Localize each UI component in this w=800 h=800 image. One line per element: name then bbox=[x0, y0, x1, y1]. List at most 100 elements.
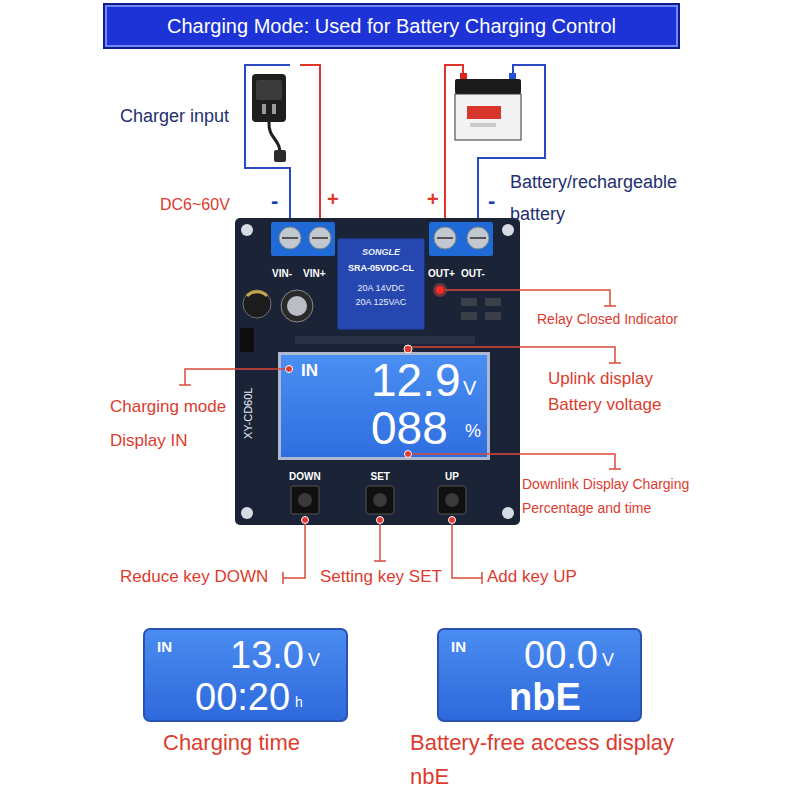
lcd-status: nbE bbox=[509, 678, 581, 716]
screw-terminal-part bbox=[282, 237, 298, 239]
battery-picture-part bbox=[455, 79, 521, 94]
key-label: DOWN bbox=[289, 471, 321, 483]
relay-rating: 20A 14VDC bbox=[358, 283, 405, 293]
lcd-percent: 088 bbox=[371, 405, 448, 451]
caption-label: Battery-free access display nbE bbox=[410, 726, 700, 794]
smd-parts-part bbox=[295, 336, 475, 344]
capacitors-part bbox=[243, 290, 271, 318]
screw-terminal-part bbox=[434, 227, 456, 249]
lcd-unit: % bbox=[465, 421, 481, 442]
battery-picture bbox=[455, 73, 521, 140]
lcd-display: IN 12.9V 088% bbox=[278, 352, 490, 460]
model-label: XY-CD60L bbox=[242, 387, 255, 439]
push-buttons-part bbox=[366, 486, 394, 514]
charger-adapter-part bbox=[272, 104, 276, 114]
lcd-voltage: 13.0 bbox=[230, 636, 304, 674]
polarity-sign: - bbox=[271, 188, 278, 213]
push-buttons-part bbox=[438, 486, 466, 514]
battery-picture-part bbox=[509, 73, 516, 79]
polarity-sign: + bbox=[427, 188, 439, 211]
terminal-label: OUT- bbox=[461, 268, 485, 280]
push-buttons-part bbox=[445, 493, 459, 507]
leader-dots-part bbox=[302, 517, 309, 524]
leader-lines-part bbox=[282, 572, 284, 584]
mount-holes-part bbox=[502, 224, 514, 236]
leader-lines-part bbox=[412, 454, 615, 469]
terminal-label: OUT+ bbox=[428, 268, 455, 280]
screw-terminal-part bbox=[309, 227, 331, 249]
lcd-unit: h bbox=[295, 694, 303, 710]
lcd-voltage: 00.0 bbox=[524, 636, 598, 674]
smd-parts-part bbox=[461, 312, 477, 320]
battery-picture-part bbox=[455, 94, 521, 140]
callout-label: Relay Closed Indicator bbox=[537, 311, 678, 327]
wires-part bbox=[300, 65, 320, 222]
capacitors-part bbox=[281, 290, 313, 322]
mount-holes-part bbox=[241, 224, 253, 236]
lcd-unit: V bbox=[308, 650, 320, 671]
callout-label: Downlink Display Charging Percentage and… bbox=[522, 472, 712, 520]
title-text: Charging Mode: Used for Battery Charging… bbox=[105, 5, 678, 47]
mount-holes-part bbox=[502, 507, 514, 519]
leader-lines-part bbox=[374, 560, 386, 562]
screw-terminal-part bbox=[429, 222, 493, 256]
push-buttons-part bbox=[291, 486, 319, 514]
key-label: UP bbox=[445, 471, 459, 483]
push-buttons-part bbox=[373, 493, 387, 507]
leader-dots-part bbox=[286, 366, 293, 373]
relay-model: SRA-05VDC-CL bbox=[348, 263, 414, 273]
relay-indicator-led-part bbox=[436, 286, 444, 294]
lcd-indicator: IN bbox=[301, 361, 318, 381]
battery-picture-part bbox=[460, 73, 467, 79]
leader-lines-part bbox=[379, 524, 381, 561]
capacitors-part bbox=[247, 292, 267, 296]
relay-indicator-led bbox=[433, 283, 447, 297]
wires-part bbox=[478, 65, 545, 222]
leader-dots-part bbox=[449, 517, 456, 524]
battery-picture-part bbox=[467, 106, 501, 119]
leader-lines-part bbox=[283, 524, 305, 578]
lcd-unit: V bbox=[602, 650, 614, 671]
battery-picture-part bbox=[470, 123, 496, 127]
screw-terminal-part bbox=[279, 227, 301, 249]
input-label: Charger input bbox=[120, 106, 229, 127]
lcd-display: IN13.0V00:20h bbox=[143, 628, 348, 722]
callout-label: Setting key SET bbox=[320, 567, 442, 587]
leader-dots-part bbox=[405, 451, 412, 458]
smd-parts-part bbox=[485, 312, 501, 320]
relay-rating: 20A 125VAC bbox=[356, 297, 407, 307]
capacitors-part bbox=[240, 328, 254, 352]
lcd-unit: V bbox=[463, 377, 476, 400]
relay-brand: SONGLE bbox=[362, 247, 400, 257]
callout-label: Reduce key DOWN bbox=[120, 567, 268, 587]
charger-adapter bbox=[252, 74, 286, 162]
screw-terminal-part bbox=[467, 227, 489, 249]
voltage-range: DC6~60V bbox=[160, 196, 230, 214]
wires bbox=[245, 65, 545, 222]
callout-label: Charging mode Display IN bbox=[110, 390, 250, 458]
charger-adapter-part bbox=[252, 74, 286, 122]
leader-lines-part bbox=[185, 369, 285, 385]
caption-label: Charging time bbox=[163, 730, 300, 755]
charger-adapter-part bbox=[274, 150, 286, 162]
charger-adapter-part bbox=[262, 104, 266, 114]
mount-holes bbox=[241, 224, 514, 519]
key-label: SET bbox=[371, 471, 390, 483]
relay-block: SONGLE SRA-05VDC-CL 20A 14VDC 20A 125VAC bbox=[337, 238, 425, 330]
lcd-indicator: IN bbox=[157, 638, 172, 655]
charger-adapter-part bbox=[256, 80, 282, 100]
leader-lines-part bbox=[609, 468, 621, 470]
leader-lines-part bbox=[179, 384, 191, 386]
leader-lines-part bbox=[445, 290, 610, 306]
wires-part bbox=[445, 65, 463, 222]
battery-label: Battery/rechargeable battery bbox=[510, 166, 710, 230]
callout-label: Add key UP bbox=[487, 567, 577, 587]
leader-lines-part bbox=[481, 572, 483, 584]
relay-indicator-led-part bbox=[433, 283, 447, 297]
lcd-voltage: 12.9 bbox=[371, 357, 461, 403]
polarity-sign: + bbox=[327, 188, 339, 211]
mount-holes-part bbox=[241, 507, 253, 519]
polarity-sign: - bbox=[488, 188, 495, 213]
title-band: Charging Mode: Used for Battery Charging… bbox=[103, 3, 680, 49]
callout-label: Uplink display Battery voltage bbox=[548, 366, 698, 418]
